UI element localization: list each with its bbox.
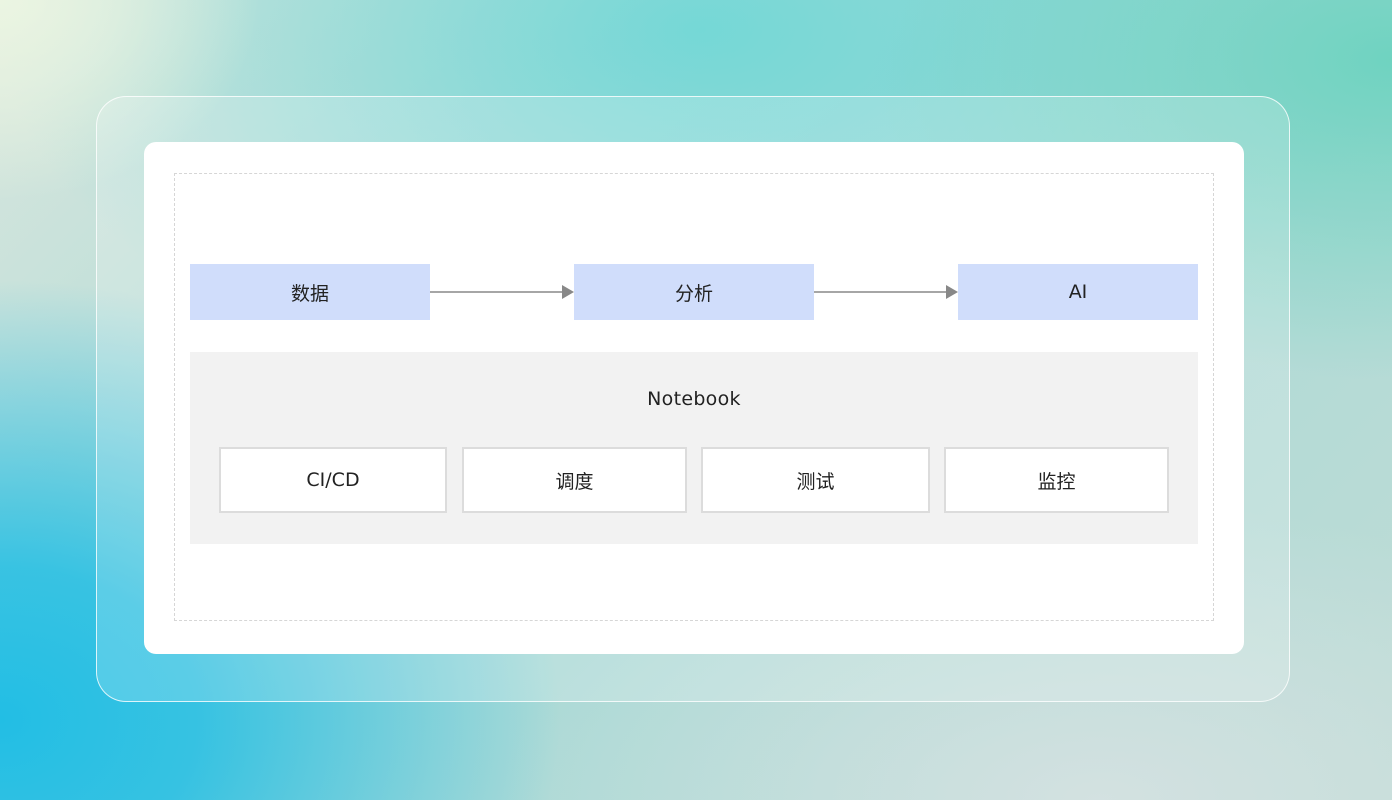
notebook-container: Notebook CI/CD 调度 测试 监控 bbox=[190, 352, 1198, 544]
tool-testing: 测试 bbox=[701, 447, 930, 513]
tool-monitoring-label: 监控 bbox=[1037, 470, 1076, 493]
stage-data: 数据 bbox=[190, 264, 430, 320]
stage-data-label: 数据 bbox=[290, 282, 329, 305]
diagram-card: 数据 分析 AI Notebook CI/CD 调度 测试 监控 bbox=[144, 142, 1244, 654]
diagram-frame bbox=[174, 173, 1214, 621]
notebook-title: Notebook bbox=[647, 388, 741, 410]
stage-ai: AI bbox=[958, 264, 1198, 320]
stage-analysis: 分析 bbox=[574, 264, 814, 320]
tool-testing-label: 测试 bbox=[796, 470, 835, 493]
tool-cicd: CI/CD bbox=[219, 447, 447, 513]
tool-cicd-label: CI/CD bbox=[306, 469, 360, 491]
tool-scheduling-label: 调度 bbox=[555, 470, 594, 493]
stage-analysis-label: 分析 bbox=[674, 282, 713, 305]
tool-monitoring: 监控 bbox=[944, 447, 1169, 513]
stage-ai-label: AI bbox=[1068, 281, 1088, 303]
tool-scheduling: 调度 bbox=[462, 447, 687, 513]
